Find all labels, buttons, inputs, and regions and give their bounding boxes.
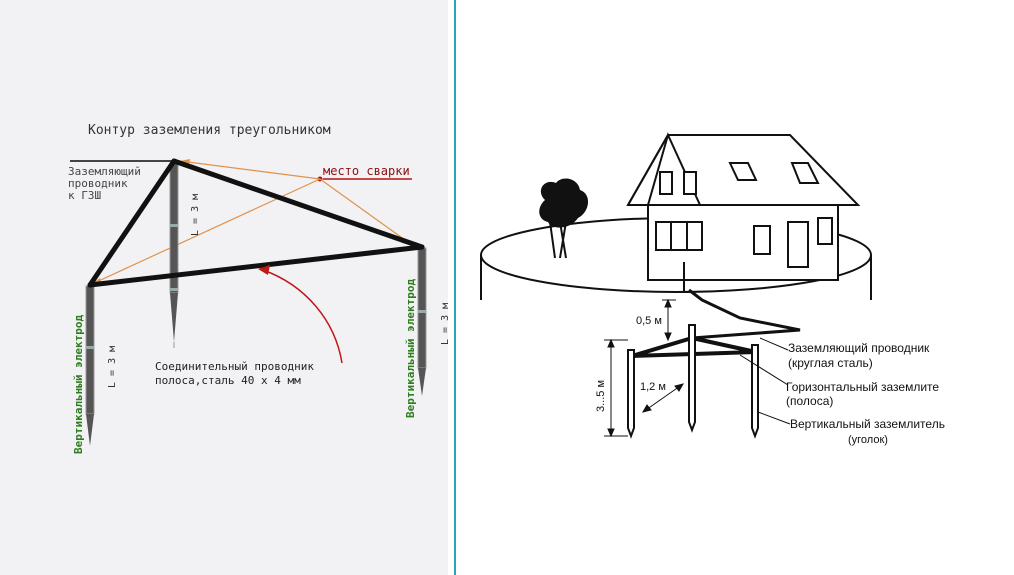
vertical-electrode-label-left: Вертикальный электрод — [72, 315, 85, 454]
electrode-right — [417, 247, 427, 396]
vertical-electrode-label-right: Вертикальный электрод — [404, 279, 417, 418]
height-label: 3...5 м — [595, 380, 607, 412]
conductor-label-3: к ГЗШ — [68, 189, 101, 202]
weld-markers — [86, 224, 426, 349]
house-icon — [626, 132, 861, 293]
spacing-label: 1,2 м — [640, 381, 666, 393]
leader-lines — [739, 337, 791, 425]
right-panel: 0,5 м 3...5 м 1,2 м Заземляющий проводни… — [458, 0, 1014, 575]
connecting-arrowhead — [258, 265, 270, 275]
tree-icon — [539, 178, 589, 259]
horizontal-electrode-label-1: Горизонтальный заземлите — [786, 380, 939, 394]
grounding-conductor-label-1: Заземляющий проводник — [788, 341, 930, 355]
vertical-electrodes — [627, 324, 759, 439]
conductor-label-2: проводник — [68, 177, 128, 190]
diagram-title: Контур заземления треугольником — [88, 123, 331, 138]
vertical-electrode-label-1: Вертикальный заземлитель — [790, 417, 945, 431]
length-label-center: L = 3 м — [190, 194, 201, 236]
connecting-arrow — [262, 269, 343, 364]
connecting-strip-triangle — [87, 158, 425, 288]
grounding-conductor — [688, 288, 801, 340]
depth-dimension — [662, 298, 676, 342]
conductor-label-1: Заземляющий — [68, 165, 141, 178]
electrode-left — [85, 285, 95, 446]
length-label-left: L = 3 м — [107, 346, 118, 388]
panel-divider — [454, 0, 456, 575]
house-grounding-diagram: 0,5 м 3...5 м 1,2 м Заземляющий проводни… — [480, 132, 945, 446]
depth-label: 0,5 м — [636, 315, 662, 327]
electrode-center — [169, 162, 179, 348]
left-panel: Контур заземления треугольником Заземляю… — [0, 0, 448, 575]
connecting-label-2: полоса,сталь 40 х 4 мм — [155, 374, 301, 387]
connecting-label-1: Соединительный проводник — [155, 360, 314, 373]
horizontal-electrode-label-2: (полоса) — [786, 394, 833, 408]
length-label-right: L = 3 м — [440, 303, 448, 345]
triangle-grounding-diagram: Контур заземления треугольником Заземляю… — [68, 123, 448, 454]
vertical-electrode-label-2: (уголок) — [848, 434, 888, 446]
grounding-conductor-label-2: (круглая сталь) — [788, 356, 873, 370]
spacing-dimension — [641, 383, 685, 413]
height-dimension — [604, 338, 628, 438]
weld-label: место сварки — [323, 164, 410, 178]
